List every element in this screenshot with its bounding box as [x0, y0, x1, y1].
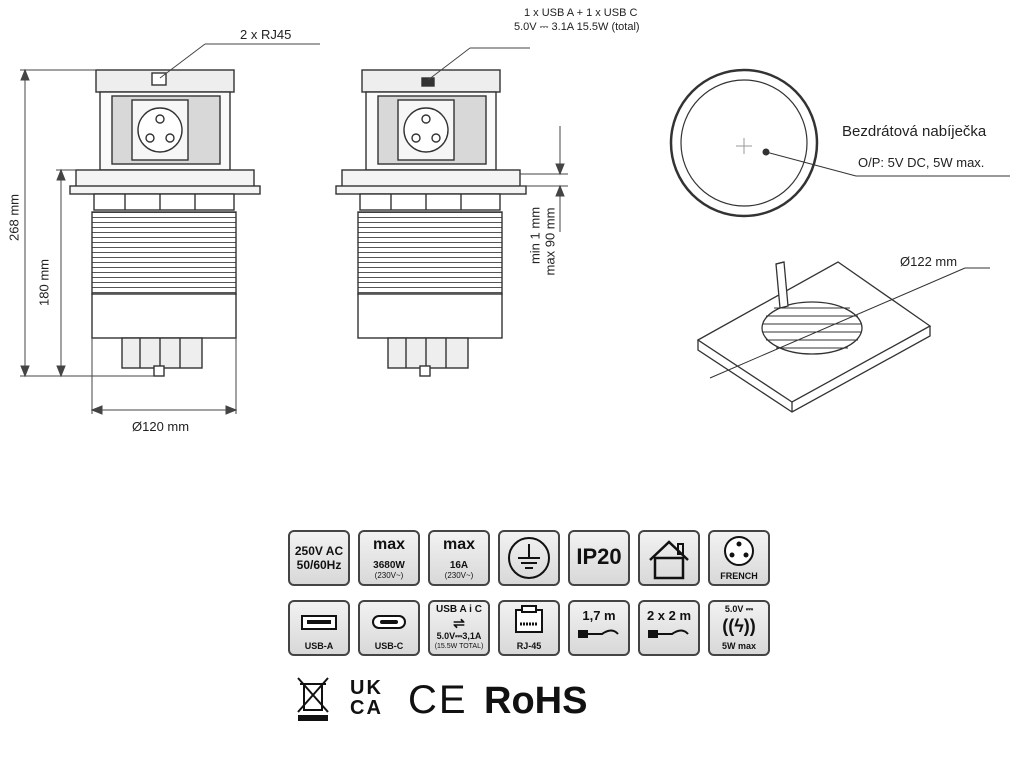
wireless-charging-icon: 5.0V ⎓ ((ϟ)) 5W max	[708, 600, 770, 656]
french-socket-icon: FRENCH	[708, 530, 770, 586]
ukca-line2: CA	[350, 697, 383, 719]
rj45-callout: 2 x RJ45	[240, 27, 292, 42]
indoor-house-icon	[638, 530, 700, 586]
cable-spec-label: 2 x 2 m	[646, 608, 692, 623]
rj45-cable-symbol	[648, 629, 689, 638]
middle-device-view	[335, 69, 527, 377]
voltage-line1: 250V AC	[294, 544, 344, 558]
usb-spec-symbol: ⇌	[453, 615, 465, 631]
rohs-mark: RoHS	[484, 680, 588, 722]
middle-dimension-lines	[427, 47, 568, 232]
ip-rating-label: IP20	[576, 544, 622, 569]
ukca-line1: UK	[350, 677, 383, 699]
max-power-value: 3680W	[373, 560, 405, 571]
technical-drawing	[20, 43, 1010, 415]
max-current-icon: max 16A (230V~)	[428, 530, 490, 586]
max-power-icon: max 3680W (230V~)	[358, 530, 420, 586]
voltage-icon: 250V AC 50/60Hz	[288, 530, 350, 586]
usb-spec-line1: USB A i C	[436, 604, 482, 615]
usb-a-port-symbol	[301, 615, 337, 630]
dimension-thickness-max: max 90 mm	[542, 207, 558, 276]
cable-spec-icon: 2 x 2 m	[638, 600, 700, 656]
dimension-thickness-min: min 1 mm	[527, 206, 543, 265]
max-current-note: (230V~)	[444, 571, 474, 580]
rj45-port-symbol	[515, 605, 543, 633]
plug-cable-symbol	[578, 629, 619, 638]
ground-icon	[498, 530, 560, 586]
ip-rating-icon: IP20	[568, 530, 630, 586]
rj45-label: RJ-45	[516, 641, 542, 651]
max-power-title: max	[372, 536, 406, 553]
weee-bin-icon	[297, 677, 329, 721]
french-socket-label: FRENCH	[720, 571, 758, 581]
countertop-cutout-view	[696, 261, 990, 413]
usb-spec-line3: (15.5W TOTAL)	[434, 643, 484, 650]
cable-length-label: 1,7 m	[582, 608, 616, 623]
dimension-120: Ø120 mm	[132, 419, 190, 434]
ce-mark: CE	[408, 678, 468, 722]
usb-c-port-symbol	[372, 615, 406, 629]
dimension-268: 268 mm	[6, 194, 22, 241]
wireless-charging-line2: 5W max	[721, 641, 756, 651]
french-socket-symbol	[724, 536, 754, 566]
cutout-diameter: Ø122 mm	[900, 254, 958, 269]
ukca-mark: UK CA	[350, 678, 383, 718]
usb-callout-line2: 5.0V ⎓ 3.1A 15.5W (total)	[514, 21, 640, 33]
usb-callout-line1: 1 x USB A + 1 x USB C	[524, 7, 638, 19]
max-power-note: (230V~)	[374, 571, 404, 580]
cable-length-icon: 1,7 m	[568, 600, 630, 656]
usb-spec-line2: 5.0V⎓3,1A	[436, 631, 482, 641]
dimension-180: 180 mm	[36, 259, 52, 306]
voltage-line2: 50/60Hz	[296, 558, 342, 572]
usb-a-icon: USB-A	[288, 600, 350, 656]
ground-symbol	[508, 537, 550, 579]
wireless-charging-line1: 5.0V ⎓	[724, 604, 754, 614]
house-symbol	[649, 540, 689, 580]
usb-a-label: USB-A	[304, 641, 334, 651]
wireless-title: Bezdrátová nabíječka	[842, 123, 987, 140]
usb-c-icon: USB-C	[358, 600, 420, 656]
left-dimension-lines	[20, 43, 320, 415]
max-current-title: max	[442, 536, 476, 553]
wireless-charging-symbol: ((ϟ))	[722, 616, 756, 636]
left-device-view	[69, 69, 261, 377]
wireless-charger-top-view	[669, 68, 1010, 218]
usb-c-label: USB-C	[374, 641, 404, 651]
max-current-value: 16A	[449, 560, 469, 571]
wireless-output: O/P: 5V DC, 5W max.	[858, 155, 985, 170]
usb-spec-icon: USB A i C ⇌ 5.0V⎓3,1A (15.5W TOTAL)	[428, 600, 490, 656]
rj45-icon: RJ-45	[498, 600, 560, 656]
